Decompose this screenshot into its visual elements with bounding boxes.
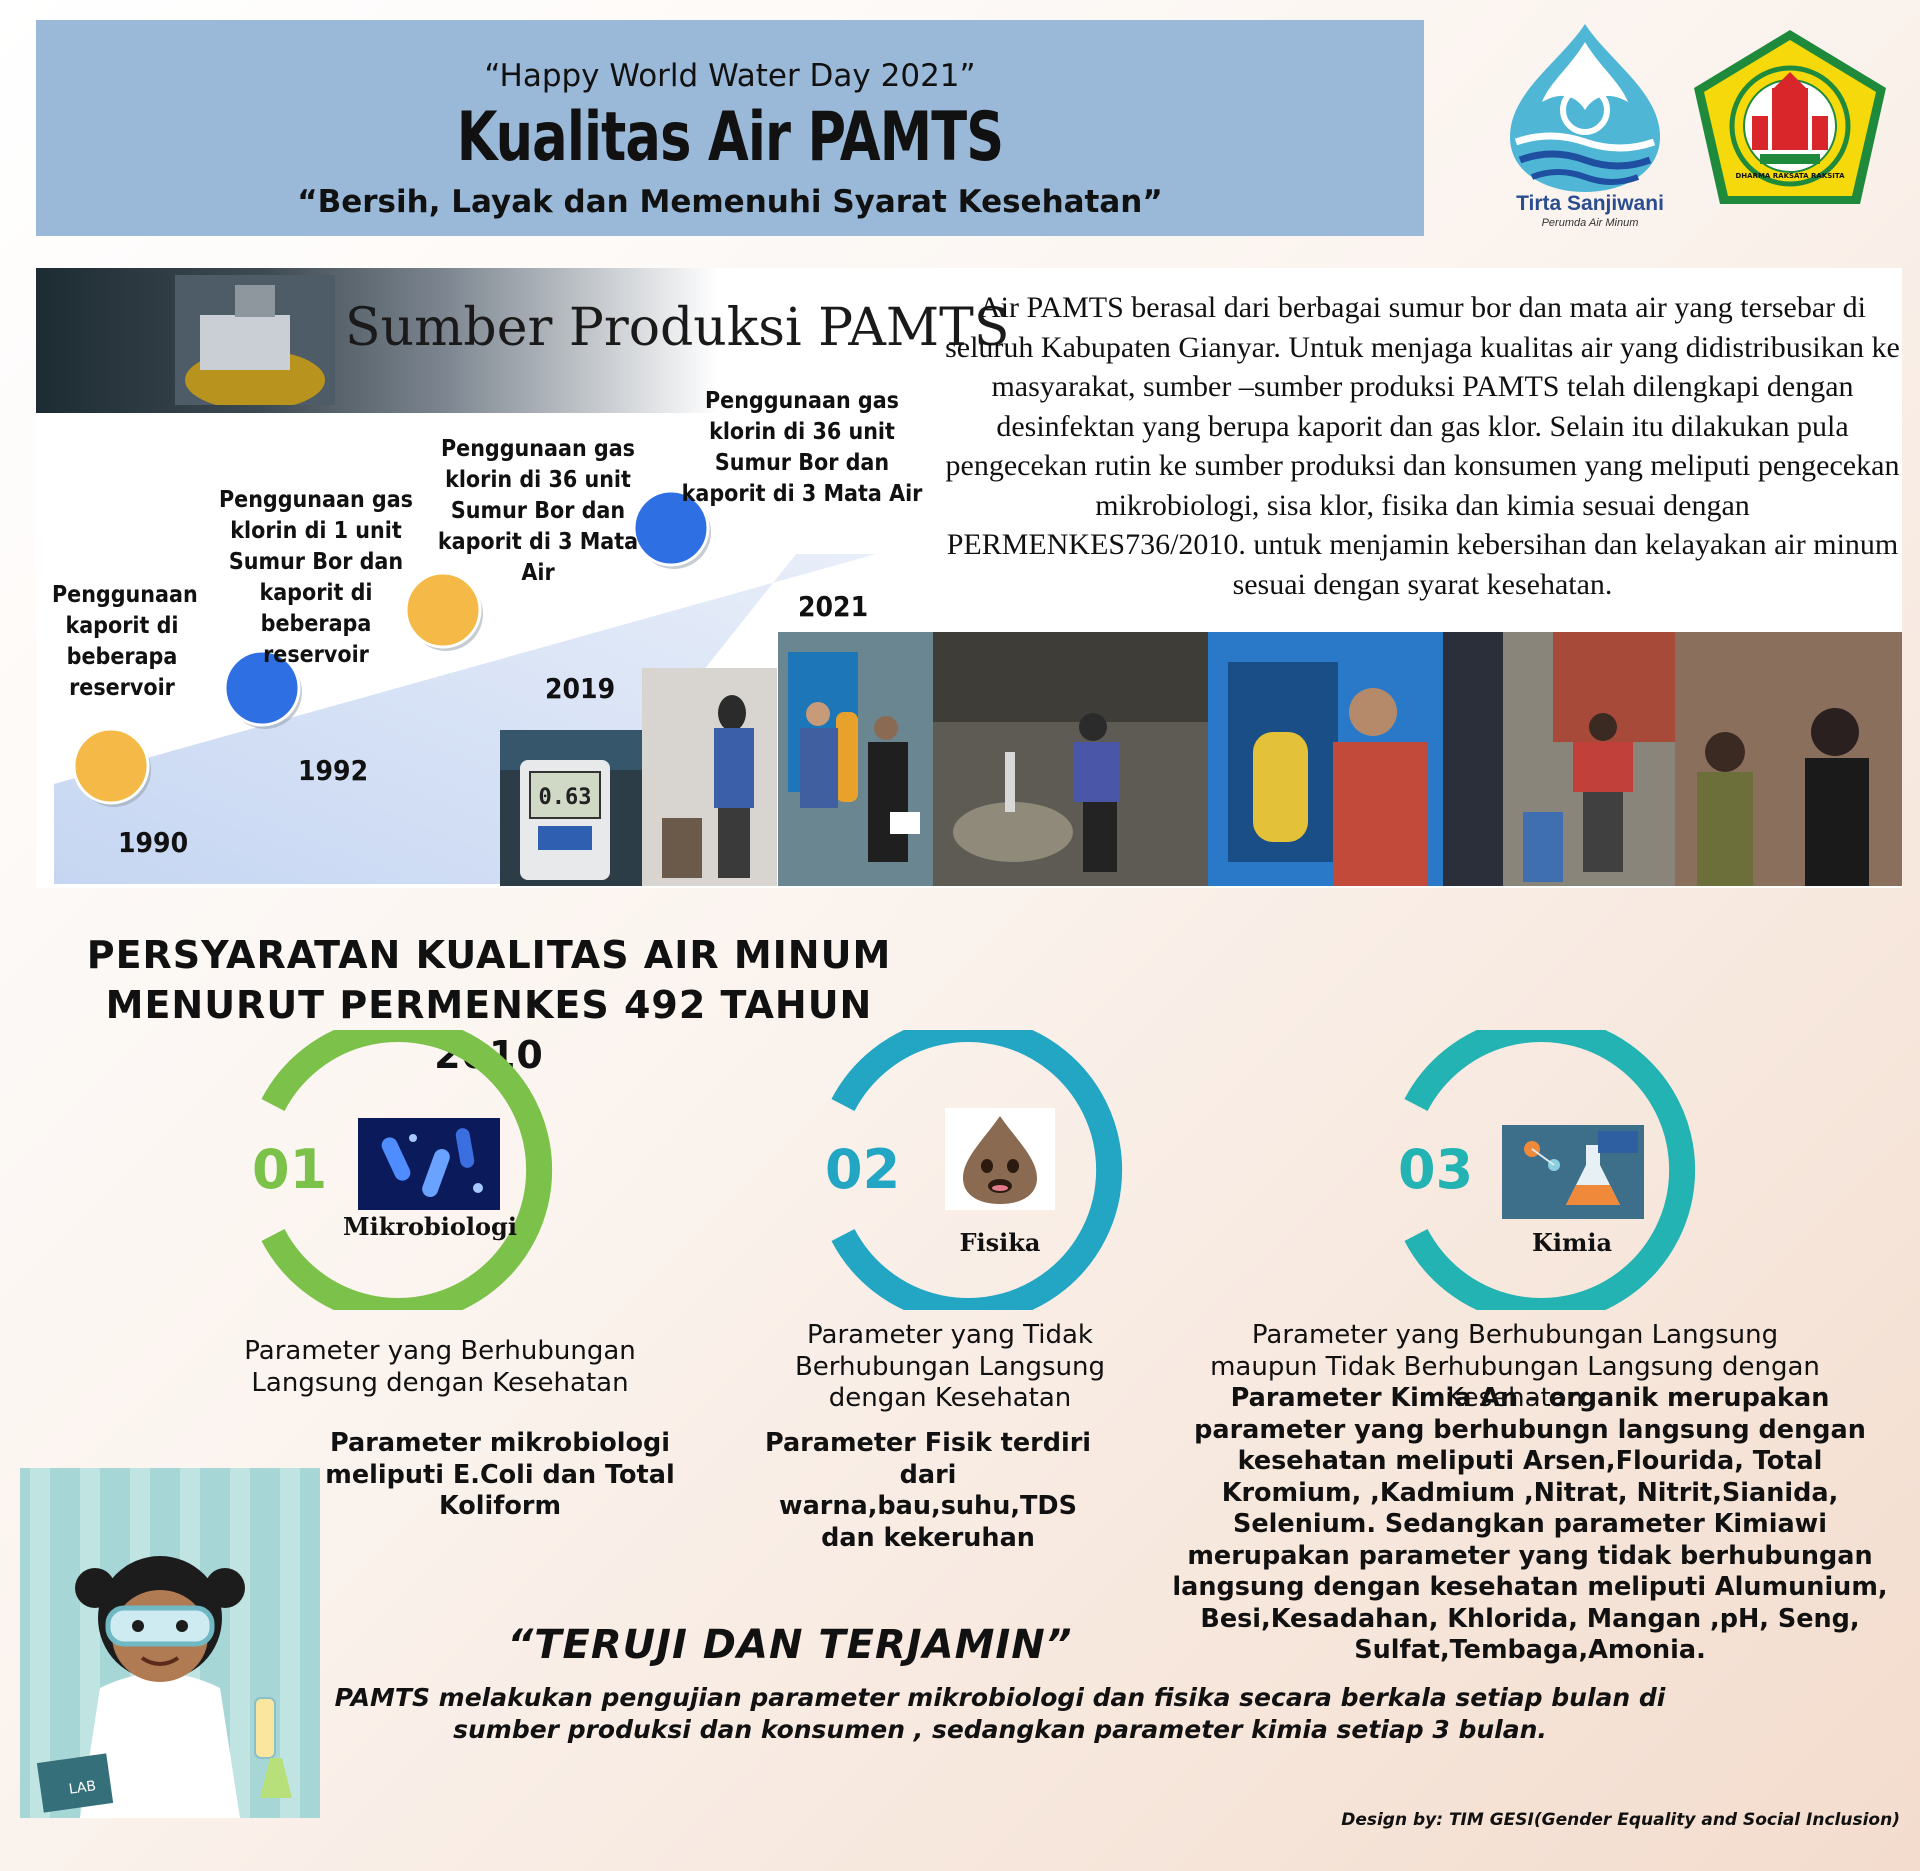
tirta-logo-name: Tirta Sanjiwani (1516, 192, 1664, 215)
closing-text: PAMTS melakukan pengujian parameter mikr… (334, 1683, 1666, 1744)
fisika-detail: Parameter Fisik terdiri dari warna,bau,s… (764, 1428, 1092, 1553)
photo-sampling-tap (933, 632, 1208, 886)
slogan: “TERUJI DAN TERJAMIN” (507, 1622, 1073, 1668)
photo-worker-wall (642, 668, 777, 886)
req-number-01: 01 (252, 1138, 328, 1201)
photo-chlorine-box (1208, 632, 1443, 886)
timeline-dot-1992 (223, 649, 301, 727)
ring-03 (1404, 1030, 1696, 1310)
meter-reading: 0.63 (539, 785, 592, 810)
header-subtitle: “Happy World Water Day 2021” (484, 58, 976, 94)
fisika-description: Parameter yang Tidak Berhubungan Langsun… (794, 1320, 1106, 1413)
ring-03-arc (1404, 1030, 1696, 1310)
mikrobiologi-detail: Parameter mikrobiologi meliputi E.Coli d… (325, 1428, 675, 1521)
kimia-description: Parameter yang Berhubungan Langsung maup… (1210, 1320, 1820, 1413)
timeline-chart (54, 489, 876, 884)
tirta-logo-subtitle: Perumda Air Minum (1541, 217, 1639, 229)
timeline-label-1990: Penggunaan kaporit di beberapa reservoir (52, 582, 198, 701)
kimia-detail: Parameter Kimia An – organik merupakan p… (1172, 1383, 1888, 1665)
timeline-label-2019: Penggunaan gas klorin di 36 unit Sumur B… (437, 436, 639, 586)
ring-02-arc (831, 1030, 1123, 1310)
photo-gas-cylinder-inspection (778, 632, 933, 886)
category-mikrobiologi: Mikrobiologi (343, 1212, 517, 1241)
timeline-dot-1990 (72, 727, 150, 805)
chemistry-flask-icon (1502, 1125, 1644, 1219)
requirements-title: PERSYARATAN KUALITAS AIR MINUM MENURUT P… (44, 930, 934, 1080)
mikrobiologi-description: Parameter yang Berhubungan Langsung deng… (244, 1336, 636, 1398)
tirta-sanjiwani-logo (1510, 24, 1660, 192)
timeline-dot-2021 (632, 489, 710, 567)
ring-02 (831, 1030, 1123, 1310)
bacteria-icon (358, 1118, 500, 1210)
gianyar-emblem-logo: DHARMA RAKSATA RAKSITA (1694, 30, 1886, 204)
ring-01-arc (261, 1030, 553, 1310)
lab-scientist-illustration: LAB (20, 1468, 320, 1818)
header-tagline: “Bersih, Layak dan Memenuhi Syarat Keseh… (297, 184, 1163, 220)
sumber-title: Sumber Produksi PAMTS (345, 298, 1010, 358)
sumber-description: Air PAMTS berasal dari berbagai sumur bo… (945, 291, 1900, 601)
gianyar-motto: DHARMA RAKSATA RAKSITA (1735, 172, 1845, 180)
timeline-year-2019: 2019 (545, 672, 616, 705)
timeline-label-2021: Penggunaan gas klorin di 36 unit Sumur B… (681, 388, 923, 507)
timeline-year-2021: 2021 (798, 590, 869, 623)
page-title: Kualitas Air PAMTS (456, 98, 1004, 177)
design-credit: Design by: TIM GESI(Gender Equality and … (1341, 1810, 1900, 1830)
category-fisika: Fisika (959, 1228, 1041, 1257)
water-drop-icon (945, 1108, 1055, 1210)
photo-consumer-tap (1443, 632, 1675, 886)
requirements-title-line1: PERSYARATAN KUALITAS AIR MINUM (86, 933, 892, 977)
lab-book-label: LAB (68, 1778, 97, 1798)
category-kimia: Kimia (1531, 1228, 1613, 1257)
ring-01 (261, 1030, 553, 1310)
req-number-03: 03 (1398, 1138, 1474, 1201)
timeline-label-1992: Penggunaan gas klorin di 1 unit Sumur Bo… (219, 487, 413, 668)
timeline-year-1990: 1990 (118, 826, 189, 859)
pump-photo (175, 275, 335, 405)
req-number-02: 02 (825, 1138, 901, 1201)
header-banner: “Happy World Water Day 2021” Kualitas Ai… (36, 20, 1424, 236)
timeline-ribbon (54, 554, 876, 884)
photo-meter: 0.63 (500, 730, 642, 886)
timeline-dot-2019 (404, 571, 482, 649)
timeline-year-1992: 1992 (298, 754, 369, 787)
photo-two-women-testing (1675, 632, 1902, 886)
